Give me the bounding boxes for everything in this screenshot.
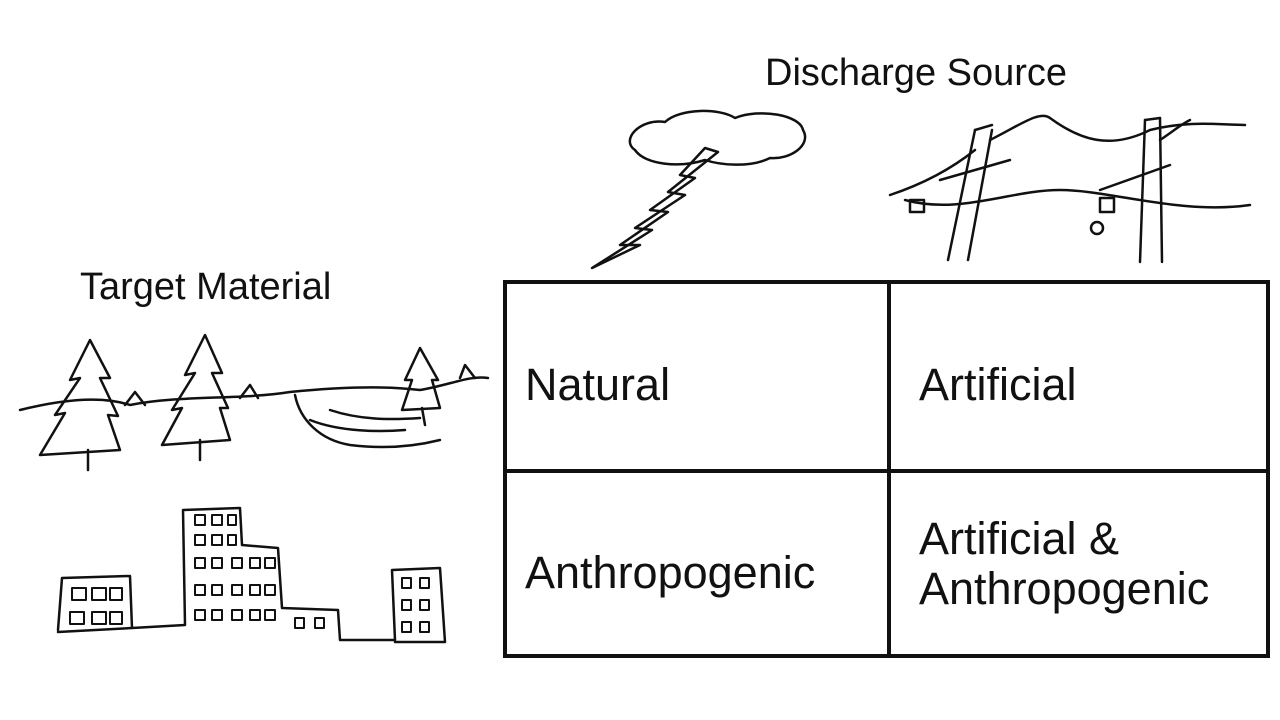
cell-artificial: Artificial — [919, 359, 1077, 410]
cell-anthropogenic: Anthropogenic — [525, 547, 816, 598]
target-material-label: Target Material — [80, 266, 332, 308]
discharge-source-label: Discharge Source — [765, 52, 1068, 94]
classification-matrix: Natural Artificial Anthropogenic Artific… — [503, 280, 1270, 658]
cell-natural: Natural — [525, 359, 671, 410]
cell-artificial-anthropogenic: Artificial & Anthropogenic — [919, 514, 1209, 614]
power-lines-icon — [888, 114, 1252, 264]
city-buildings-icon — [56, 506, 447, 644]
row-divider — [507, 469, 1266, 473]
forest-landscape-icon — [18, 333, 490, 472]
cell-artificial-anthropogenic-line2: Anthropogenic — [919, 563, 1210, 614]
cell-artificial-anthropogenic-line1: Artificial & — [919, 513, 1120, 564]
cloud-lightning-icon — [590, 109, 807, 270]
